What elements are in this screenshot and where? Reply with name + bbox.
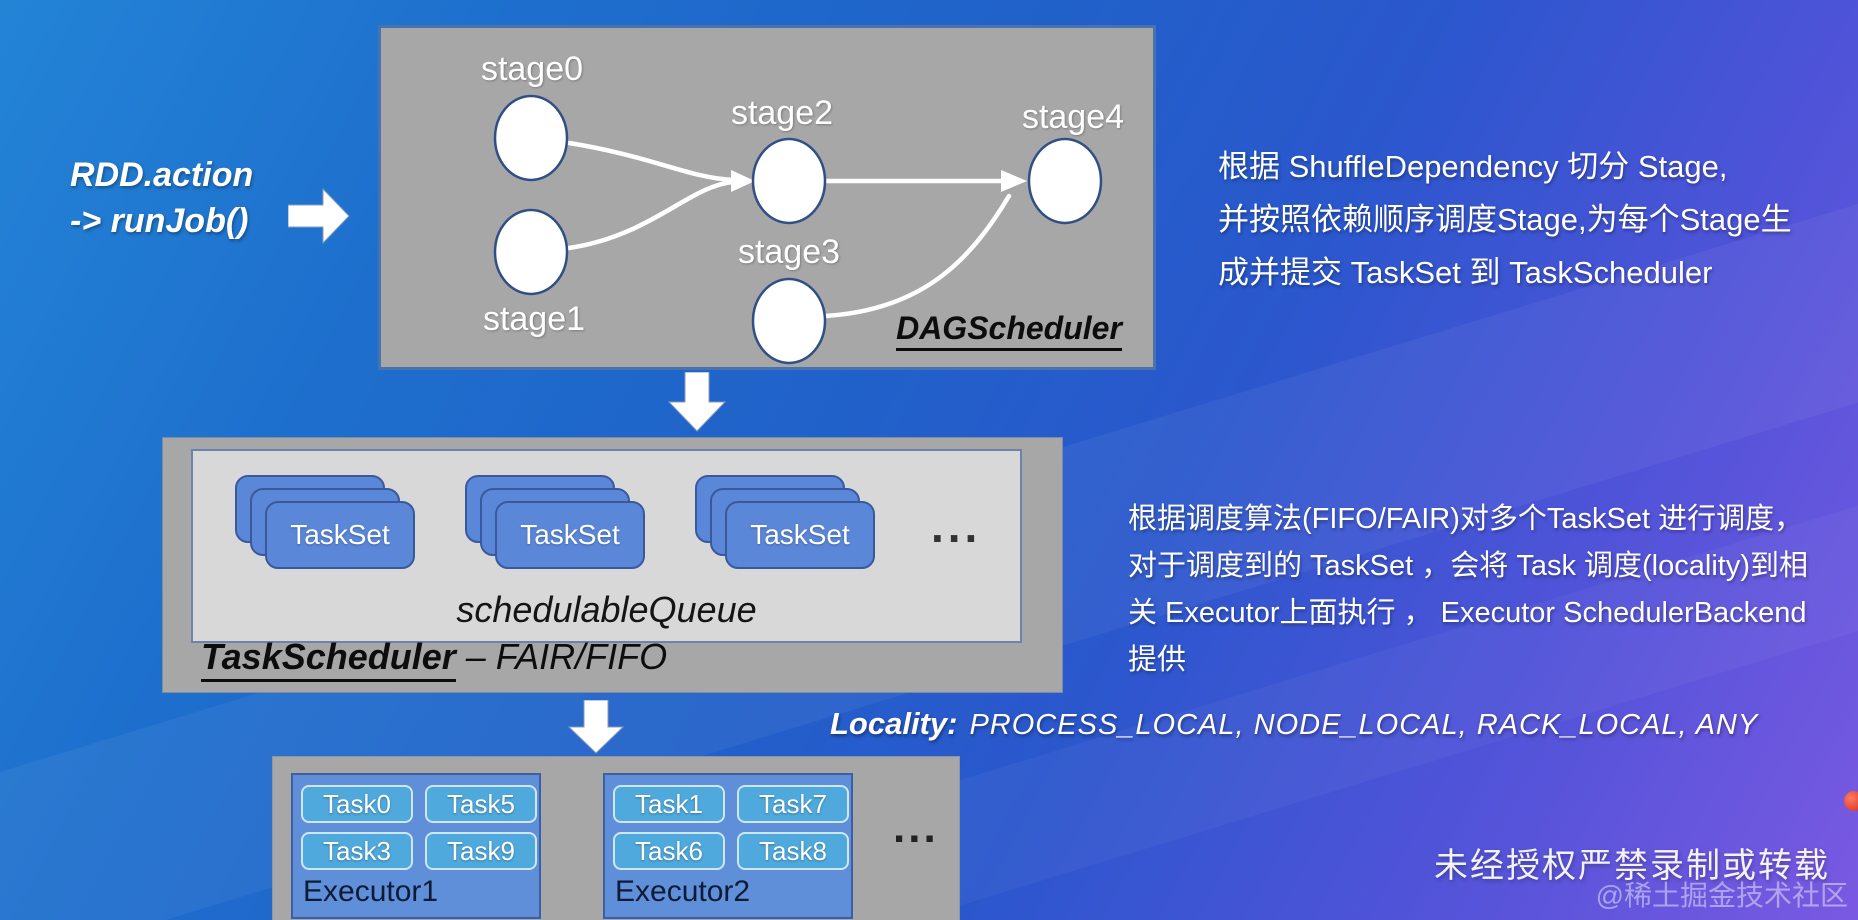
dag-note-line: 成并提交 TaskSet 到 TaskScheduler <box>1218 255 1713 290</box>
arrowhead-into-stage2 <box>731 170 755 192</box>
copyright-notice: 未经授权严禁录制或转载 <box>1434 847 1830 885</box>
executor1-name: Executor1 <box>303 875 439 908</box>
queue-ellipsis: ... <box>931 500 982 552</box>
stage1-label: stage1 <box>482 300 586 338</box>
task-scheduler-box: TaskSet TaskSet TaskSet ... schedulableQ… <box>162 437 1063 693</box>
community-watermark: @稀土掘金技术社区 <box>1595 880 1848 911</box>
arrowhead-into-stage4 <box>1001 170 1027 192</box>
rdd-action-label: RDD.action -> runJob() <box>70 152 253 244</box>
locality-line: Locality: PROCESS_LOCAL, NODE_LOCAL, RACK… <box>830 706 1758 742</box>
down-block-arrow-icon <box>568 700 624 754</box>
scheduler-note-line: 对于调度到的 TaskSet ，会将 Task 调度(locality)到相 <box>1128 550 1808 582</box>
task-chip: Task6 <box>613 832 725 870</box>
task-chip: Task1 <box>613 785 725 823</box>
task-chip: Task7 <box>737 785 849 823</box>
executor1-box: Task0 Task5 Task3 Task9 Executor1 <box>291 773 541 919</box>
stage0-label: stage0 <box>480 50 584 88</box>
locality-values: PROCESS_LOCAL, NODE_LOCAL, RACK_LOCAL, A… <box>969 709 1759 741</box>
rdd-action-line2: -> runJob() <box>70 202 249 240</box>
stage1-node <box>493 208 569 296</box>
edge-stage1-stage2 <box>566 179 736 251</box>
task-scheduler-title-text: TaskScheduler <box>201 636 456 682</box>
task-scheduler-title-suffix: – FAIR/FIFO <box>455 636 668 677</box>
dag-note-line: 并按照依赖顺序调度Stage,为每个Stage生 <box>1218 202 1792 237</box>
stage2-label: stage2 <box>730 94 834 132</box>
schedulable-queue-label: schedulableQueue <box>456 589 757 630</box>
taskset-card: TaskSet <box>265 501 415 569</box>
down-block-arrow-icon <box>668 372 726 432</box>
stage-dag-diagram <box>493 94 1103 365</box>
task-chip: Task5 <box>425 785 537 823</box>
stage3-node <box>751 277 827 365</box>
executor2-box: Task1 Task7 Task6 Task8 Executor2 <box>603 773 853 919</box>
taskset-card: TaskSet <box>495 501 645 569</box>
locality-label: Locality: <box>830 706 958 741</box>
edge-stage3-stage4 <box>822 193 1012 319</box>
executors-box: Task0 Task5 Task3 Task9 Executor1 Task1 … <box>272 756 960 920</box>
task-chip: Task0 <box>301 785 413 823</box>
right-block-arrow-shape <box>288 188 350 244</box>
dag-scheduler-box: stage0 stage1 stage2 stage3 stage4 DAGSc… <box>378 25 1156 370</box>
executor2-name: Executor2 <box>615 875 751 908</box>
task-chip: Task3 <box>301 832 413 870</box>
edge-stage0-stage2 <box>566 140 736 183</box>
scheduler-note-line: 提供 <box>1128 644 1187 676</box>
task-chip: Task8 <box>737 832 849 870</box>
dag-scheduler-title-text: DAGScheduler <box>896 310 1122 351</box>
taskset-stack: TaskSet <box>465 475 645 571</box>
right-block-arrow-icon <box>288 188 350 244</box>
taskset-card: TaskSet <box>725 501 875 569</box>
stage4-node <box>1027 137 1103 225</box>
scheduler-note: 根据调度算法(FIFO/FAIR)对多个TaskSet 进行调度， 对于调度到的… <box>1128 496 1808 684</box>
taskset-stack: TaskSet <box>695 475 875 571</box>
down-block-arrow-shape <box>668 372 726 432</box>
stage0-node <box>493 94 569 182</box>
rdd-action-line1: RDD.action <box>70 156 254 194</box>
stage2-node <box>751 137 827 225</box>
stage3-label: stage3 <box>737 233 841 271</box>
scheduler-note-line: 关 Executor上面执行 ， Executor SchedulerBacke… <box>1128 597 1807 629</box>
taskset-stack: TaskSet <box>235 475 415 571</box>
task-scheduler-title: TaskScheduler – FAIR/FIFO <box>201 636 668 682</box>
stage4-label: stage4 <box>1021 98 1125 136</box>
down-block-arrow-shape <box>568 700 624 754</box>
executors-ellipsis: ... <box>893 803 939 852</box>
dag-note-line: 根据 ShuffleDependency 切分 Stage, <box>1218 149 1728 184</box>
dag-scheduler-title: DAGScheduler <box>879 310 1139 351</box>
recording-dot-icon <box>1844 791 1858 811</box>
dag-note: 根据 ShuffleDependency 切分 Stage, 并按照依赖顺序调度… <box>1218 140 1792 299</box>
scheduler-note-line: 根据调度算法(FIFO/FAIR)对多个TaskSet 进行调度， <box>1128 503 1804 535</box>
task-chip: Task9 <box>425 832 537 870</box>
schedulable-queue-box: TaskSet TaskSet TaskSet ... schedulableQ… <box>191 449 1022 643</box>
